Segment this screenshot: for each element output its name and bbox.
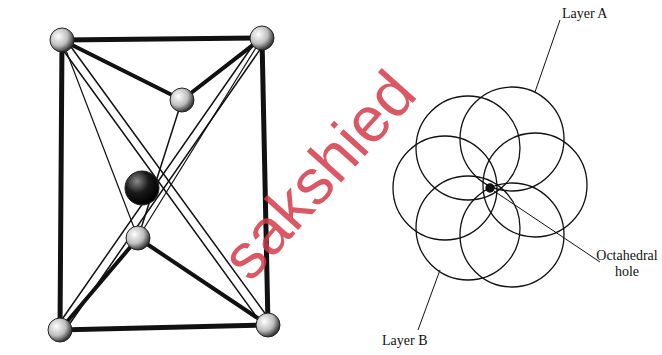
watermark: sakshied	[206, 56, 430, 293]
octahedron	[56, 38, 272, 332]
leader-lines	[418, 20, 600, 330]
layer-label: Layer A	[562, 6, 607, 22]
octahedral-hole	[486, 184, 494, 192]
hole-label: Octahedral hole	[596, 248, 658, 280]
layer-circles	[393, 87, 587, 287]
centre-sphere	[125, 171, 159, 205]
layer-label: Layer B	[382, 333, 427, 349]
spheres	[48, 26, 280, 342]
